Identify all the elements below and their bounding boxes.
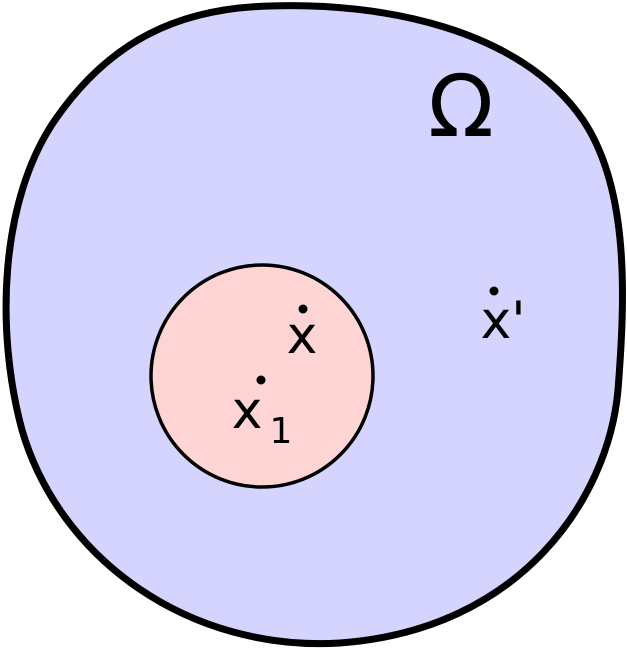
point-x-label: x <box>287 306 318 366</box>
point-x1-dot <box>256 375 266 385</box>
point-x1-subscript: 1 <box>270 411 293 452</box>
point-x-dot <box>298 304 308 314</box>
point-x1-label: x <box>232 381 263 441</box>
point-xprime-label: x' <box>480 291 525 351</box>
domain-omega-label: Ω <box>428 57 494 157</box>
point-xprime-dot <box>489 286 499 296</box>
